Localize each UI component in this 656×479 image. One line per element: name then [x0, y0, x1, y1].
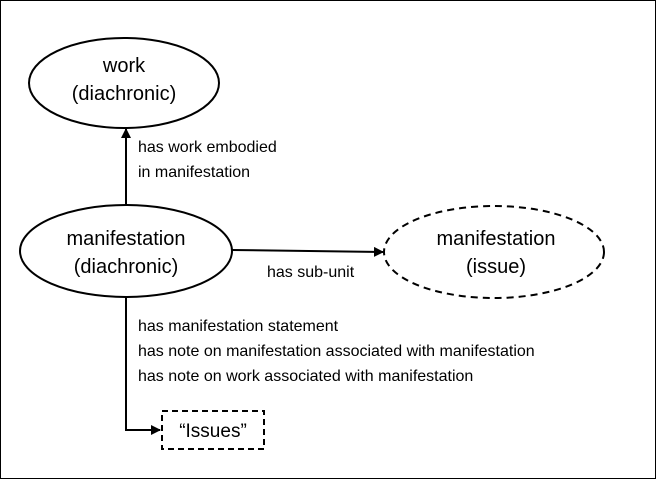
edge-sub-unit — [231, 246, 384, 257]
edge-work-embodied-line2: in manifestation — [138, 164, 251, 181]
manifestation-issue-line2: (issue) — [465, 256, 526, 278]
edge-work-embodied-line1: has work embodied — [138, 139, 277, 156]
issues-label: “Issues” — [179, 421, 247, 442]
edge-notes-label: has manifestation statement has note on … — [138, 319, 535, 385]
edge-work-embodied-label: has work embodied in manifestation — [138, 140, 277, 181]
manifestation-issue-node — [383, 205, 605, 299]
work-label-line2: (diachronic) — [71, 83, 177, 105]
manifestation-diachronic-line1: manifestation — [66, 228, 186, 250]
manifestation-issue-line1: manifestation — [436, 228, 556, 250]
manifestation-diachronic-line2: (diachronic) — [73, 256, 179, 278]
edge-notes — [125, 297, 161, 435]
manifestation-diachronic-label: manifestation (diachronic) — [21, 229, 231, 277]
edge-notes-line1: has manifestation statement — [138, 318, 339, 335]
edge-sub-unit-label: has sub-unit — [267, 264, 355, 281]
work-node-label: work (diachronic) — [29, 56, 219, 104]
edge-notes-line3: has note on work associated with manifes… — [138, 368, 474, 385]
work-label-line1: work — [102, 55, 146, 77]
edge-notes-line2: has note on manifestation associated wit… — [138, 343, 535, 360]
manifestation-issue-label: manifestation (issue) — [386, 229, 606, 277]
issues-node — [161, 410, 265, 450]
